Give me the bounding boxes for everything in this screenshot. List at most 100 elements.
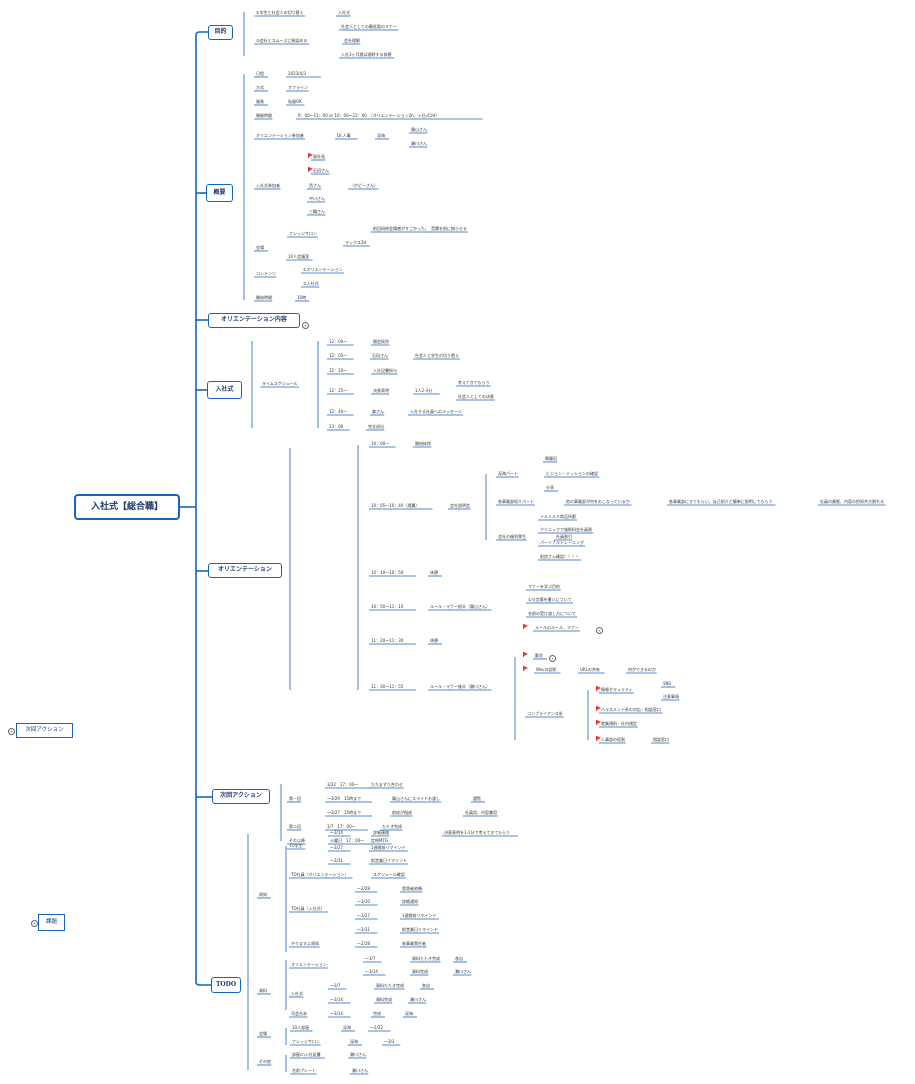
- node-label[interactable]: 前営業日リマインド: [371, 858, 407, 863]
- node-label[interactable]: 第一回: [289, 796, 301, 801]
- node-label[interactable]: 決意表明を1-2分で考えてきてもらう: [444, 830, 511, 835]
- node-label[interactable]: 分享: [546, 485, 554, 490]
- node-label[interactable]: 〜2/22: [370, 1025, 383, 1030]
- node-label[interactable]: ビジョン・ミッションの確認: [546, 471, 598, 476]
- node-label[interactable]: 深海パート: [498, 471, 518, 476]
- node-label[interactable]: マックス2H: [345, 240, 367, 245]
- node-label[interactable]: 10：40〜10：50: [371, 570, 404, 575]
- node-label[interactable]: 〜3/10: [357, 899, 370, 904]
- node-label[interactable]: 社員割引: [556, 534, 572, 539]
- node-label[interactable]: 9：00〜11：00 or 10：00〜12：00 （オリエンテーション2h、入…: [298, 113, 440, 118]
- root-node[interactable]: 入社式【総合職】: [74, 494, 180, 520]
- node-label[interactable]: 1週間前リマインド: [371, 845, 406, 850]
- node-label[interactable]: 入社記書授与: [373, 368, 397, 373]
- node-label[interactable]: 音響を前に揃らせる: [431, 226, 467, 231]
- node-label[interactable]: 瀬川さん: [352, 1068, 368, 1073]
- node-label[interactable]: 〜3/31: [357, 927, 370, 932]
- node-label[interactable]: イルミルド商品所都: [540, 514, 576, 519]
- node-label[interactable]: 西さん: [309, 183, 321, 188]
- node-label[interactable]: 〜3/27: [357, 913, 370, 918]
- node-label[interactable]: 10人部屋: [292, 1025, 310, 1030]
- node-label[interactable]: 資料: [259, 988, 267, 993]
- node-label[interactable]: 第二回: [289, 824, 301, 829]
- node-label[interactable]: 開始時間: [256, 295, 272, 300]
- node-label[interactable]: 瀬川さん: [350, 1052, 366, 1057]
- node-label[interactable]: 会社理解: [344, 38, 360, 43]
- node-label[interactable]: ①与言葉を書いについて: [528, 597, 572, 602]
- node-label[interactable]: 休憩: [430, 570, 438, 575]
- node-label[interactable]: Dr.人事: [337, 133, 351, 138]
- floating-issues[interactable]: 課題: [38, 914, 65, 931]
- node-label[interactable]: 深海: [405, 1011, 413, 1016]
- node-label[interactable]: マナーを学ぶ目的: [528, 584, 560, 589]
- node-label[interactable]: 開会挨拶: [373, 339, 389, 344]
- node-label[interactable]: 〜3/31: [330, 858, 343, 863]
- node-label[interactable]: 詳細通知: [402, 899, 418, 904]
- node-label[interactable]: 〜2/28: [357, 886, 370, 891]
- node-label[interactable]: 〜3/7: [330, 983, 341, 988]
- section-orientation-content[interactable]: オリエンテーション内容: [208, 313, 300, 328]
- node-label[interactable]: 会社説明会: [450, 503, 470, 508]
- node-label[interactable]: URLの共有: [580, 667, 600, 672]
- node-label[interactable]: たたき完成: [382, 824, 402, 829]
- node-label[interactable]: オリエンテーション参加者: [256, 133, 304, 138]
- node-label[interactable]: 各事業部紹介パート: [498, 499, 534, 504]
- node-label[interactable]: 会場: [256, 245, 264, 250]
- node-label[interactable]: 石田さん: [372, 353, 388, 358]
- node-label[interactable]: その他: [259, 1059, 271, 1064]
- node-label[interactable]: 社会人と学生の切り替え: [415, 353, 459, 358]
- node-label[interactable]: それ以降: [289, 838, 305, 843]
- node-label[interactable]: 他の事業部が何をおこなっているか: [566, 499, 630, 504]
- node-label[interactable]: 副社長: [313, 154, 325, 159]
- node-label[interactable]: ②入社式: [303, 281, 319, 286]
- node-label[interactable]: 休憩: [430, 638, 438, 643]
- node-label[interactable]: 服装: [256, 99, 264, 104]
- section-orientation[interactable]: オリエンテーション: [208, 563, 282, 578]
- node-label[interactable]: 10：50〜11：10: [371, 604, 404, 609]
- node-label[interactable]: 前回研修会場感がすごかった。: [373, 226, 429, 231]
- node-label[interactable]: 1人2-3分: [415, 388, 433, 393]
- node-label[interactable]: 12：40〜: [329, 409, 348, 414]
- section-next-action[interactable]: 次回アクション: [212, 789, 270, 804]
- node-label[interactable]: 〜3/14: [330, 830, 343, 835]
- node-label[interactable]: 開始挨拶: [415, 441, 431, 446]
- node-label[interactable]: TO社員（入社式）: [291, 906, 325, 911]
- node-label[interactable]: スケジュール確認: [373, 872, 405, 877]
- node-label[interactable]: 情報セキュリティ: [601, 687, 633, 692]
- node-label[interactable]: 〜3/29 15時まで: [327, 796, 362, 801]
- node-label[interactable]: ①学生と社会人の切り替え: [256, 10, 304, 15]
- node-label[interactable]: 社会人としての決意: [458, 394, 494, 399]
- node-label[interactable]: 前営業日リマインド: [402, 927, 438, 932]
- node-label[interactable]: 完成: [373, 1011, 381, 1016]
- node-label[interactable]: 名前の受け渡し方について: [528, 611, 576, 616]
- node-label[interactable]: 相談窓口: [653, 737, 669, 742]
- node-label[interactable]: 資料完成: [376, 997, 392, 1002]
- node-label[interactable]: タイムスケジュール: [262, 381, 298, 386]
- node-label[interactable]: たたまずり合わせ: [371, 782, 403, 787]
- node-label[interactable]: 登壇者依頼: [402, 886, 422, 891]
- node-label[interactable]: 周知: [259, 892, 267, 897]
- node-label[interactable]: 1週間前リマインド: [402, 913, 437, 918]
- node-label[interactable]: SNS: [663, 681, 672, 686]
- node-label[interactable]: 10時: [297, 295, 307, 300]
- node-label[interactable]: 石田さん: [313, 168, 329, 173]
- node-label[interactable]: 各事業責任者: [402, 941, 426, 946]
- node-label[interactable]: 霧山さん: [411, 127, 427, 132]
- node-label[interactable]: 何ができるのか: [628, 667, 656, 672]
- node-label[interactable]: 入社式: [291, 991, 303, 996]
- node-label[interactable]: 会場: [259, 1031, 267, 1036]
- node-label[interactable]: 社会人としての最低限のマナー: [341, 24, 397, 29]
- node-label[interactable]: ナレッジサロン: [289, 231, 317, 236]
- node-label[interactable]: 人事部の役割: [601, 737, 625, 742]
- node-label[interactable]: 〜3/14: [365, 969, 378, 974]
- node-label[interactable]: ルール・マナー後半（瀬川さん）: [430, 684, 490, 689]
- node-label[interactable]: 日程: [256, 71, 264, 76]
- node-label[interactable]: 12：20〜: [329, 368, 348, 373]
- node-label[interactable]: 各自: [422, 983, 430, 988]
- node-label[interactable]: 詳細連絡: [373, 830, 389, 835]
- expand-icon[interactable]: +: [31, 920, 38, 927]
- node-label[interactable]: 入社する社員へのメッセージ: [410, 409, 462, 414]
- node-label[interactable]: コンプライアンス系: [527, 711, 563, 716]
- node-label[interactable]: TO学生: [289, 843, 303, 848]
- node-label[interactable]: やりますよ周知: [291, 941, 319, 946]
